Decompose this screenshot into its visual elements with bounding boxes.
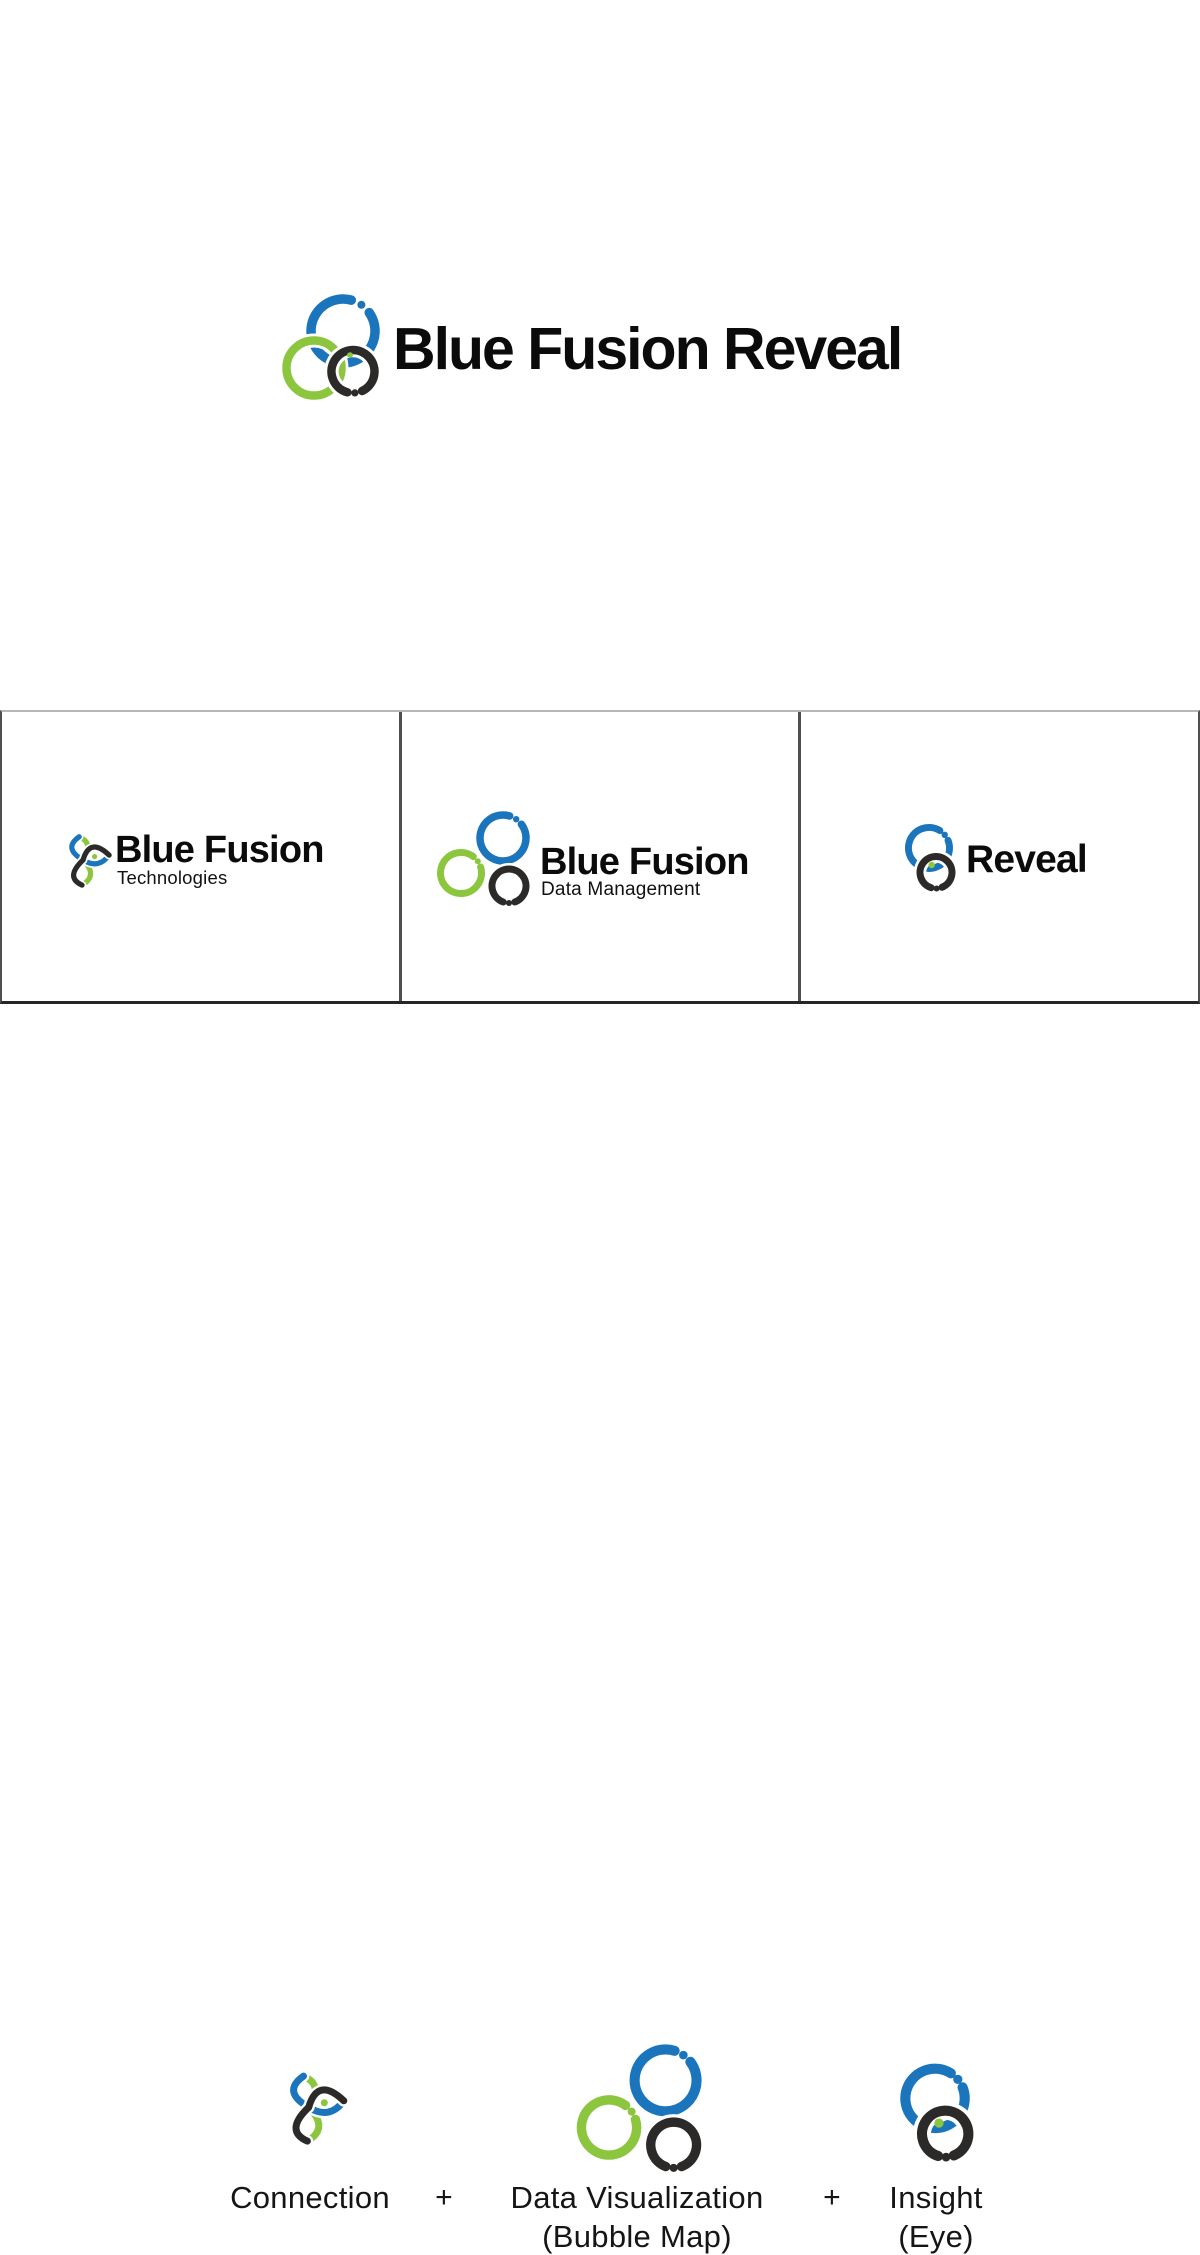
variant-tagline: Technologies	[117, 867, 228, 888]
plus-sign: +	[435, 2181, 453, 2214]
concept-section: Connection + Data Visualization (Bubble …	[0, 1006, 1200, 2254]
three-interlocked-rings-icon	[277, 284, 395, 408]
variant-name: Reveal	[966, 838, 1088, 881]
concept-label-connection: Connection	[230, 2180, 390, 2215]
concept-label-insight: Insight	[889, 2180, 983, 2215]
main-logo-section: Blue Fusion Reveal	[0, 0, 1200, 710]
concept-label-data-visualization: Data Visualization	[510, 2180, 764, 2215]
eye-rings-icon	[893, 2055, 980, 2168]
variant-card-data-management	[398, 712, 799, 1001]
concept-sublabel-eye: (Eye)	[898, 2219, 974, 2254]
eye-rings-icon	[900, 818, 960, 896]
bubble-cluster-icon	[570, 2040, 710, 2180]
variant-row	[0, 710, 1200, 1004]
variant-name: Blue Fusion	[115, 829, 324, 871]
bubble-cluster-icon	[432, 808, 536, 912]
variant-tagline: Data Management	[541, 879, 701, 900]
variant-card-technologies	[2, 712, 399, 1001]
trefoil-eye-icon	[271, 2067, 349, 2145]
main-logo-title: Blue Fusion Reveal	[393, 316, 903, 382]
concept-sublabel-bubble-map: (Bubble Map)	[542, 2219, 732, 2254]
trefoil-eye-icon	[55, 830, 113, 888]
plus-sign: +	[823, 2181, 841, 2214]
variant-name: Blue Fusion	[540, 841, 749, 883]
variant-card-reveal	[798, 712, 1199, 1001]
